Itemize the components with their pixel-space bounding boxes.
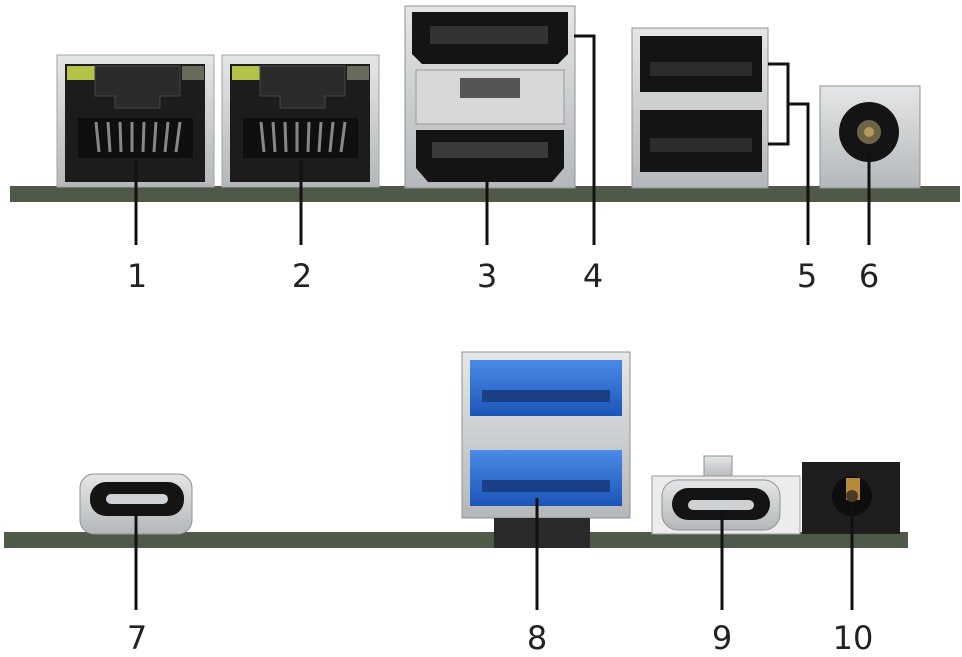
- dc-power-jack: [819, 85, 921, 189]
- label-3: 3: [476, 257, 498, 295]
- usb2-dual-port: [631, 27, 769, 189]
- pcb-board-top: [10, 186, 960, 202]
- lan-led-icon: [182, 66, 204, 80]
- label-8: 8: [526, 619, 548, 657]
- label-6: 6: [858, 257, 880, 295]
- leader-line-4: [574, 34, 596, 245]
- usb3-dual-port: [461, 351, 631, 548]
- leader-line-5b: [768, 104, 790, 146]
- displayport-hdmi-stack: [404, 5, 576, 189]
- leader-line-5: [768, 62, 810, 245]
- usb3-blue-icon: [470, 450, 622, 506]
- label-5: 5: [796, 257, 818, 295]
- usb-type-c-port-9: [651, 455, 801, 535]
- usb3-blue-icon: [470, 360, 622, 416]
- lan-led-icon: [232, 66, 260, 80]
- pcb-board-bottom: [4, 532, 908, 548]
- label-2: 2: [291, 257, 313, 295]
- label-10: 10: [832, 619, 874, 657]
- lan-led-icon: [67, 66, 95, 80]
- audio-jack: [802, 462, 900, 534]
- label-4: 4: [582, 257, 604, 295]
- label-9: 9: [711, 619, 733, 657]
- usb-type-c-port-7: [79, 473, 193, 535]
- label-7: 7: [126, 619, 148, 657]
- label-1: 1: [126, 257, 148, 295]
- lan-led-icon: [347, 66, 369, 80]
